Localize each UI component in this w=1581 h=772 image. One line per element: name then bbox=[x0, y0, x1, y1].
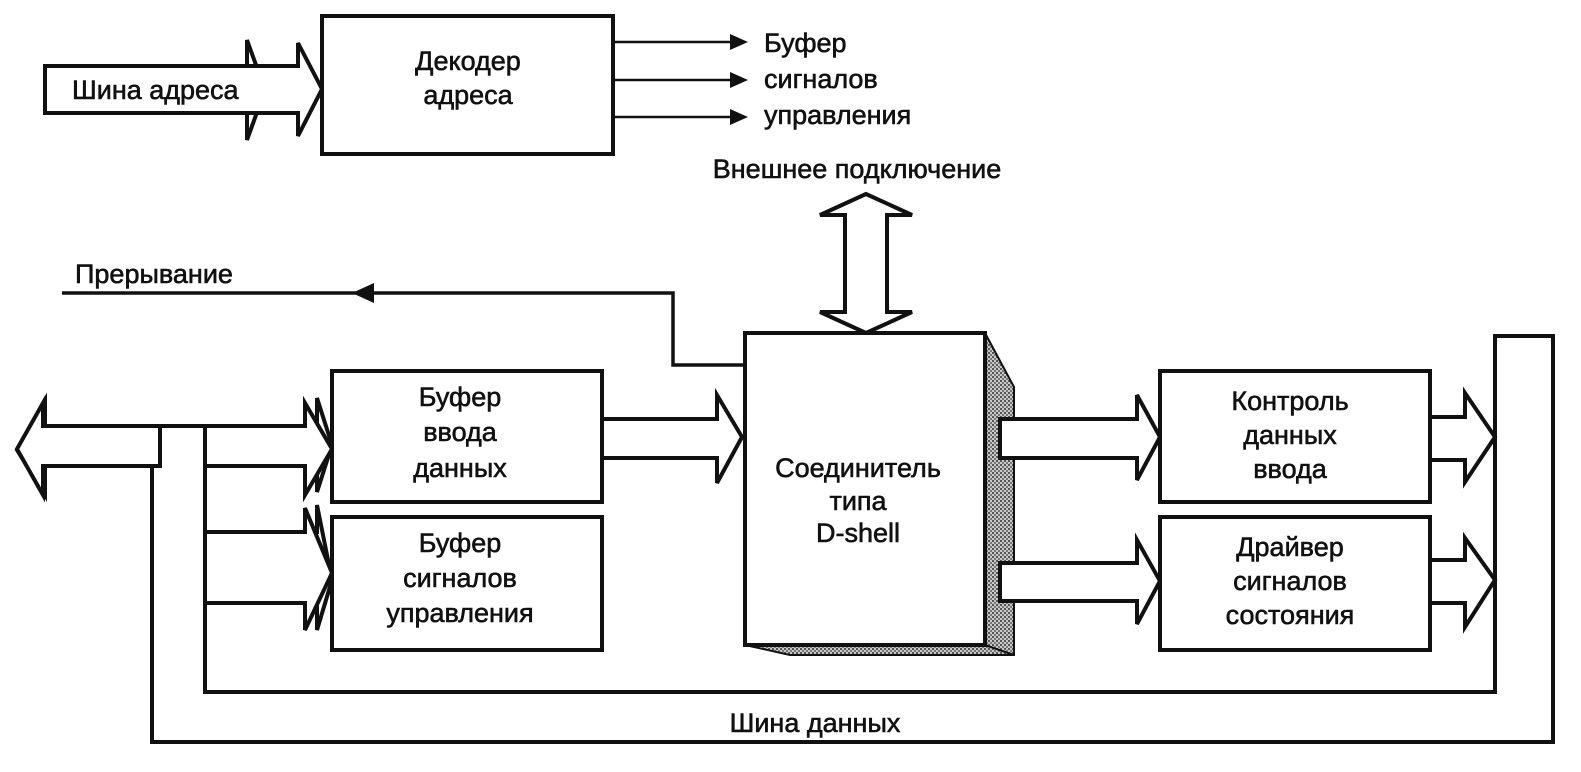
address-bus-arrow-shape bbox=[43, 42, 325, 137]
input-data-control-line-1: Контроль bbox=[1231, 386, 1348, 416]
decoder-output-arrowhead-1 bbox=[730, 34, 748, 50]
data-bus-channel bbox=[14, 334, 1555, 744]
input-data-control-box bbox=[1158, 369, 1432, 504]
control-signal-buffer-box bbox=[330, 515, 604, 652]
decoder-target-line-1: Буфер bbox=[764, 28, 847, 58]
input-data-buffer-line-2: ввода bbox=[423, 417, 498, 447]
connector-label-line-2: типа bbox=[829, 486, 887, 516]
decoder-target-line-2: сигналов bbox=[764, 64, 878, 94]
connector-label-line-3: D-shell bbox=[816, 518, 900, 548]
buffer-to-connector-arrow bbox=[600, 387, 745, 484]
input-control-to-bus-arrow bbox=[1428, 386, 1498, 489]
input-data-buffer-line-1: Буфер bbox=[419, 382, 502, 412]
external-connection-double-arrow bbox=[819, 191, 913, 336]
interrupt-label: Прерывание bbox=[75, 259, 233, 289]
connector-label-line-1: Соединитель bbox=[775, 453, 941, 483]
connector-to-input-control-arrow bbox=[998, 394, 1163, 481]
decoder-output-arrowhead-2 bbox=[730, 72, 748, 88]
status-signal-driver-line-1: Драйвер bbox=[1236, 532, 1343, 562]
interrupt-arrowhead bbox=[352, 283, 374, 303]
bus-to-control-buffer-arrow bbox=[203, 507, 335, 631]
status-driver-to-bus-arrow bbox=[1428, 531, 1498, 634]
connector-to-status-driver-arrow bbox=[998, 532, 1163, 625]
d-shell-connector-box bbox=[743, 331, 987, 647]
interrupt-line bbox=[62, 291, 745, 367]
address-decoder-box bbox=[320, 14, 615, 156]
status-signal-driver-line-2: сигналов bbox=[1233, 566, 1347, 596]
control-signal-buffer-line-2: сигналов bbox=[403, 563, 517, 593]
control-signal-buffer-line-1: Буфер bbox=[419, 528, 502, 558]
decoder-target-line-3: управления bbox=[764, 100, 911, 130]
connector-side-shade bbox=[984, 332, 1015, 656]
decoder-output-arrowhead-3 bbox=[730, 109, 748, 125]
input-data-buffer-line-3: данных bbox=[413, 453, 507, 483]
data-bus-label: Шина данных bbox=[730, 708, 901, 738]
address-decoder-label-line-1: Декодер bbox=[415, 46, 521, 76]
control-signal-buffer-line-3: управления bbox=[386, 598, 533, 628]
address-decoder-label-line-2: адреса bbox=[423, 80, 513, 110]
input-data-control-line-2: данных bbox=[1243, 420, 1337, 450]
external-connection-label: Внешнее подключение bbox=[713, 154, 1001, 184]
address-bus-label: Шина адреса bbox=[72, 75, 240, 105]
input-data-control-line-3: ввода bbox=[1253, 454, 1328, 484]
bus-left-double-arrow bbox=[14, 395, 162, 503]
bus-to-input-buffer-arrow bbox=[203, 395, 335, 503]
status-signal-driver-line-3: состояния bbox=[1226, 600, 1355, 630]
